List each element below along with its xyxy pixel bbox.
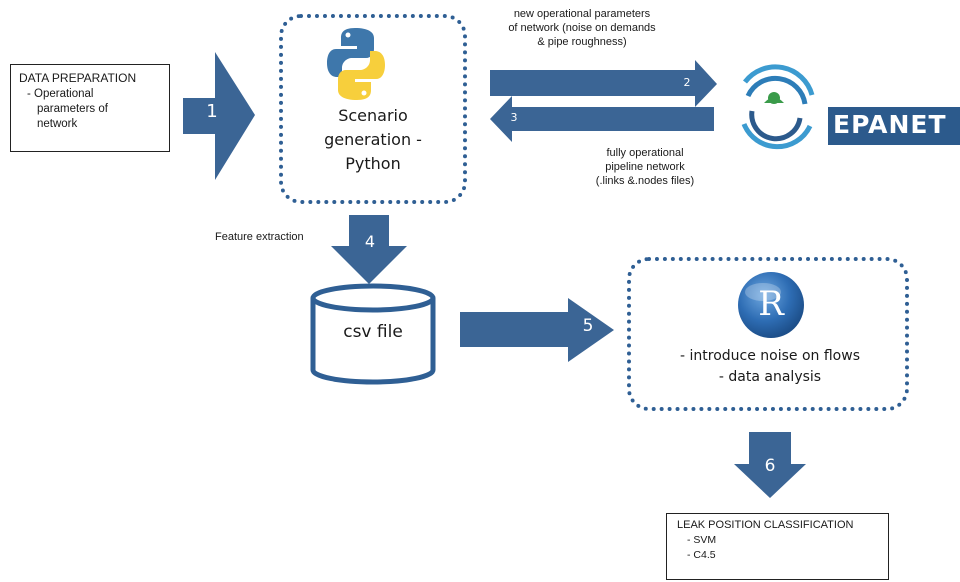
r-line-1: - introduce noise on flows [680,348,860,364]
step-3-label: 3 [510,111,518,124]
scenario-generation-label: Scenario generation - Python [283,104,463,176]
step-4-label: 4 [364,232,376,251]
top-note-line-3: & pipe roughness) [537,36,627,48]
leak-classification-title: LEAK POSITION CLASSIFICATION [677,519,854,531]
data-preparation-box: DATA PREPARATION - Operational parameter… [10,64,170,152]
top-note-line-1: new operational parameters [513,8,651,20]
csv-file-label: csv file [343,322,403,342]
new-parameters-note: new operational parameters of network (n… [482,7,682,49]
scenario-line-3: Python [345,154,401,173]
data-preparation-item: parameters of [37,103,108,115]
bottom-note-line-3: (.links &.nodes files) [595,175,695,187]
top-note-line-2: of network (noise on demands [508,22,656,34]
python-logo-icon [327,28,385,100]
scenario-line-2: generation - [324,130,422,149]
leak-classification-box: LEAK POSITION CLASSIFICATION - SVM - C4.… [666,513,889,580]
arrow-1 [183,52,255,180]
arrow-5 [460,298,614,362]
step-6-label: 6 [764,456,776,476]
bottom-note-line-1: fully operational [606,147,684,159]
step-1-label: 1 [206,101,218,122]
arrow-3 [490,96,714,142]
step-5-label: 5 [582,316,594,336]
r-line-2: - data analysis [718,369,822,385]
leak-classification-item: - C4.5 [687,549,716,561]
bottom-note-line-2: pipeline network [605,161,685,173]
r-logo-icon [738,272,804,338]
epanet-banner [828,107,960,145]
r-analysis-box [627,257,909,411]
arrow-2 [490,60,717,107]
csv-cylinder [310,283,436,385]
r-analysis-text: - introduce noise on flows - data analys… [640,346,900,388]
data-preparation-item: network [37,118,78,130]
scenario-generation-box [279,14,467,204]
network-files-note: fully operational pipeline network (.lin… [565,146,725,188]
arrow-4 [331,215,407,284]
scenario-line-1: Scenario [338,106,408,125]
leak-classification-item: - SVM [687,534,717,546]
step-2-label: 2 [683,76,691,89]
arrow-6 [734,432,806,498]
r-logo-letter: R [758,284,784,324]
epa-logo-icon [737,64,815,150]
data-preparation-item: - Operational [27,88,94,100]
data-preparation-title: DATA PREPARATION [19,71,137,85]
epanet-label: EPANET [833,110,947,139]
feature-extraction-label: Feature extraction [215,231,304,243]
